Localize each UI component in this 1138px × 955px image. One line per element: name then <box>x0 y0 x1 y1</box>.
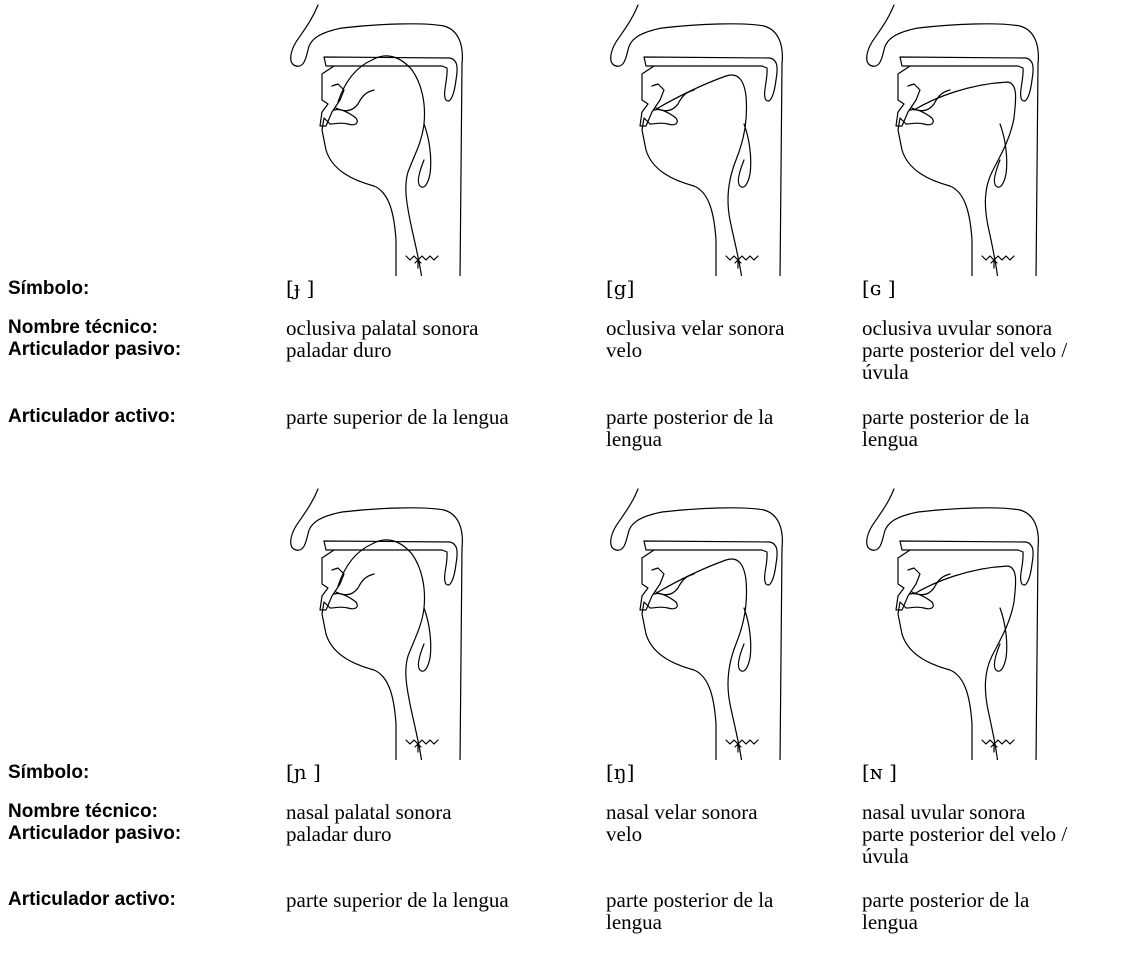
passive-articulator-value: parte posterior del velo / úvula <box>862 339 1112 383</box>
passive-articulator-value: parte posterior del velo / úvula <box>862 823 1112 867</box>
symbol-value: [ɢ ] <box>862 277 896 299</box>
technical-name-value: oclusiva palatal sonora <box>286 317 596 339</box>
active-articulator-value: parte posterior de la lengua <box>862 406 1112 450</box>
passive-articulator-value: paladar duro <box>286 823 596 845</box>
technical-name-value: oclusiva uvular sonora <box>862 317 1112 339</box>
technical-name-value: nasal palatal sonora <box>286 801 596 823</box>
label-technical-name: Nombre técnico: <box>8 801 158 823</box>
symbol-value: [g] <box>606 277 634 299</box>
label-passive-articulator: Articulador pasivo: <box>8 823 181 845</box>
active-articulator-value: parte superior de la lengua <box>286 406 596 428</box>
symbol-value: [ɴ ] <box>862 761 897 783</box>
label-passive-articulator: Articulador pasivo: <box>8 339 181 361</box>
label-active-articulator: Articulador activo: <box>8 889 176 911</box>
active-articulator-value: parte posterior de la lengua <box>606 406 856 450</box>
label-symbol: Símbolo: <box>8 762 89 784</box>
active-articulator-value: parte posterior de la lengua <box>862 889 1112 933</box>
passive-articulator-value: velo <box>606 823 856 845</box>
vocal-tract-diagram-uvular-nasal <box>858 484 1048 760</box>
technical-name-value: nasal velar sonora <box>606 801 856 823</box>
label-technical-name: Nombre técnico: <box>8 317 158 339</box>
label-active-articulator: Articulador activo: <box>8 406 176 428</box>
label-symbol: Símbolo: <box>8 278 89 300</box>
symbol-value: [ɟ ] <box>286 277 314 299</box>
vocal-tract-diagram-uvular-stop <box>858 0 1048 276</box>
passive-articulator-value: velo <box>606 339 856 361</box>
vocal-tract-diagram-palatal-stop <box>282 0 472 276</box>
vocal-tract-diagram-velar-stop <box>602 0 792 276</box>
vocal-tract-diagram-palatal-nasal <box>282 484 472 760</box>
active-articulator-value: parte posterior de la lengua <box>606 889 856 933</box>
technical-name-value: oclusiva velar sonora <box>606 317 856 339</box>
symbol-value: [ŋ] <box>606 761 635 783</box>
symbol-value: [ɲ ] <box>286 761 321 783</box>
vocal-tract-diagram-velar-nasal <box>602 484 792 760</box>
active-articulator-value: parte superior de la lengua <box>286 889 596 911</box>
technical-name-value: nasal uvular sonora <box>862 801 1112 823</box>
passive-articulator-value: paladar duro <box>286 339 596 361</box>
